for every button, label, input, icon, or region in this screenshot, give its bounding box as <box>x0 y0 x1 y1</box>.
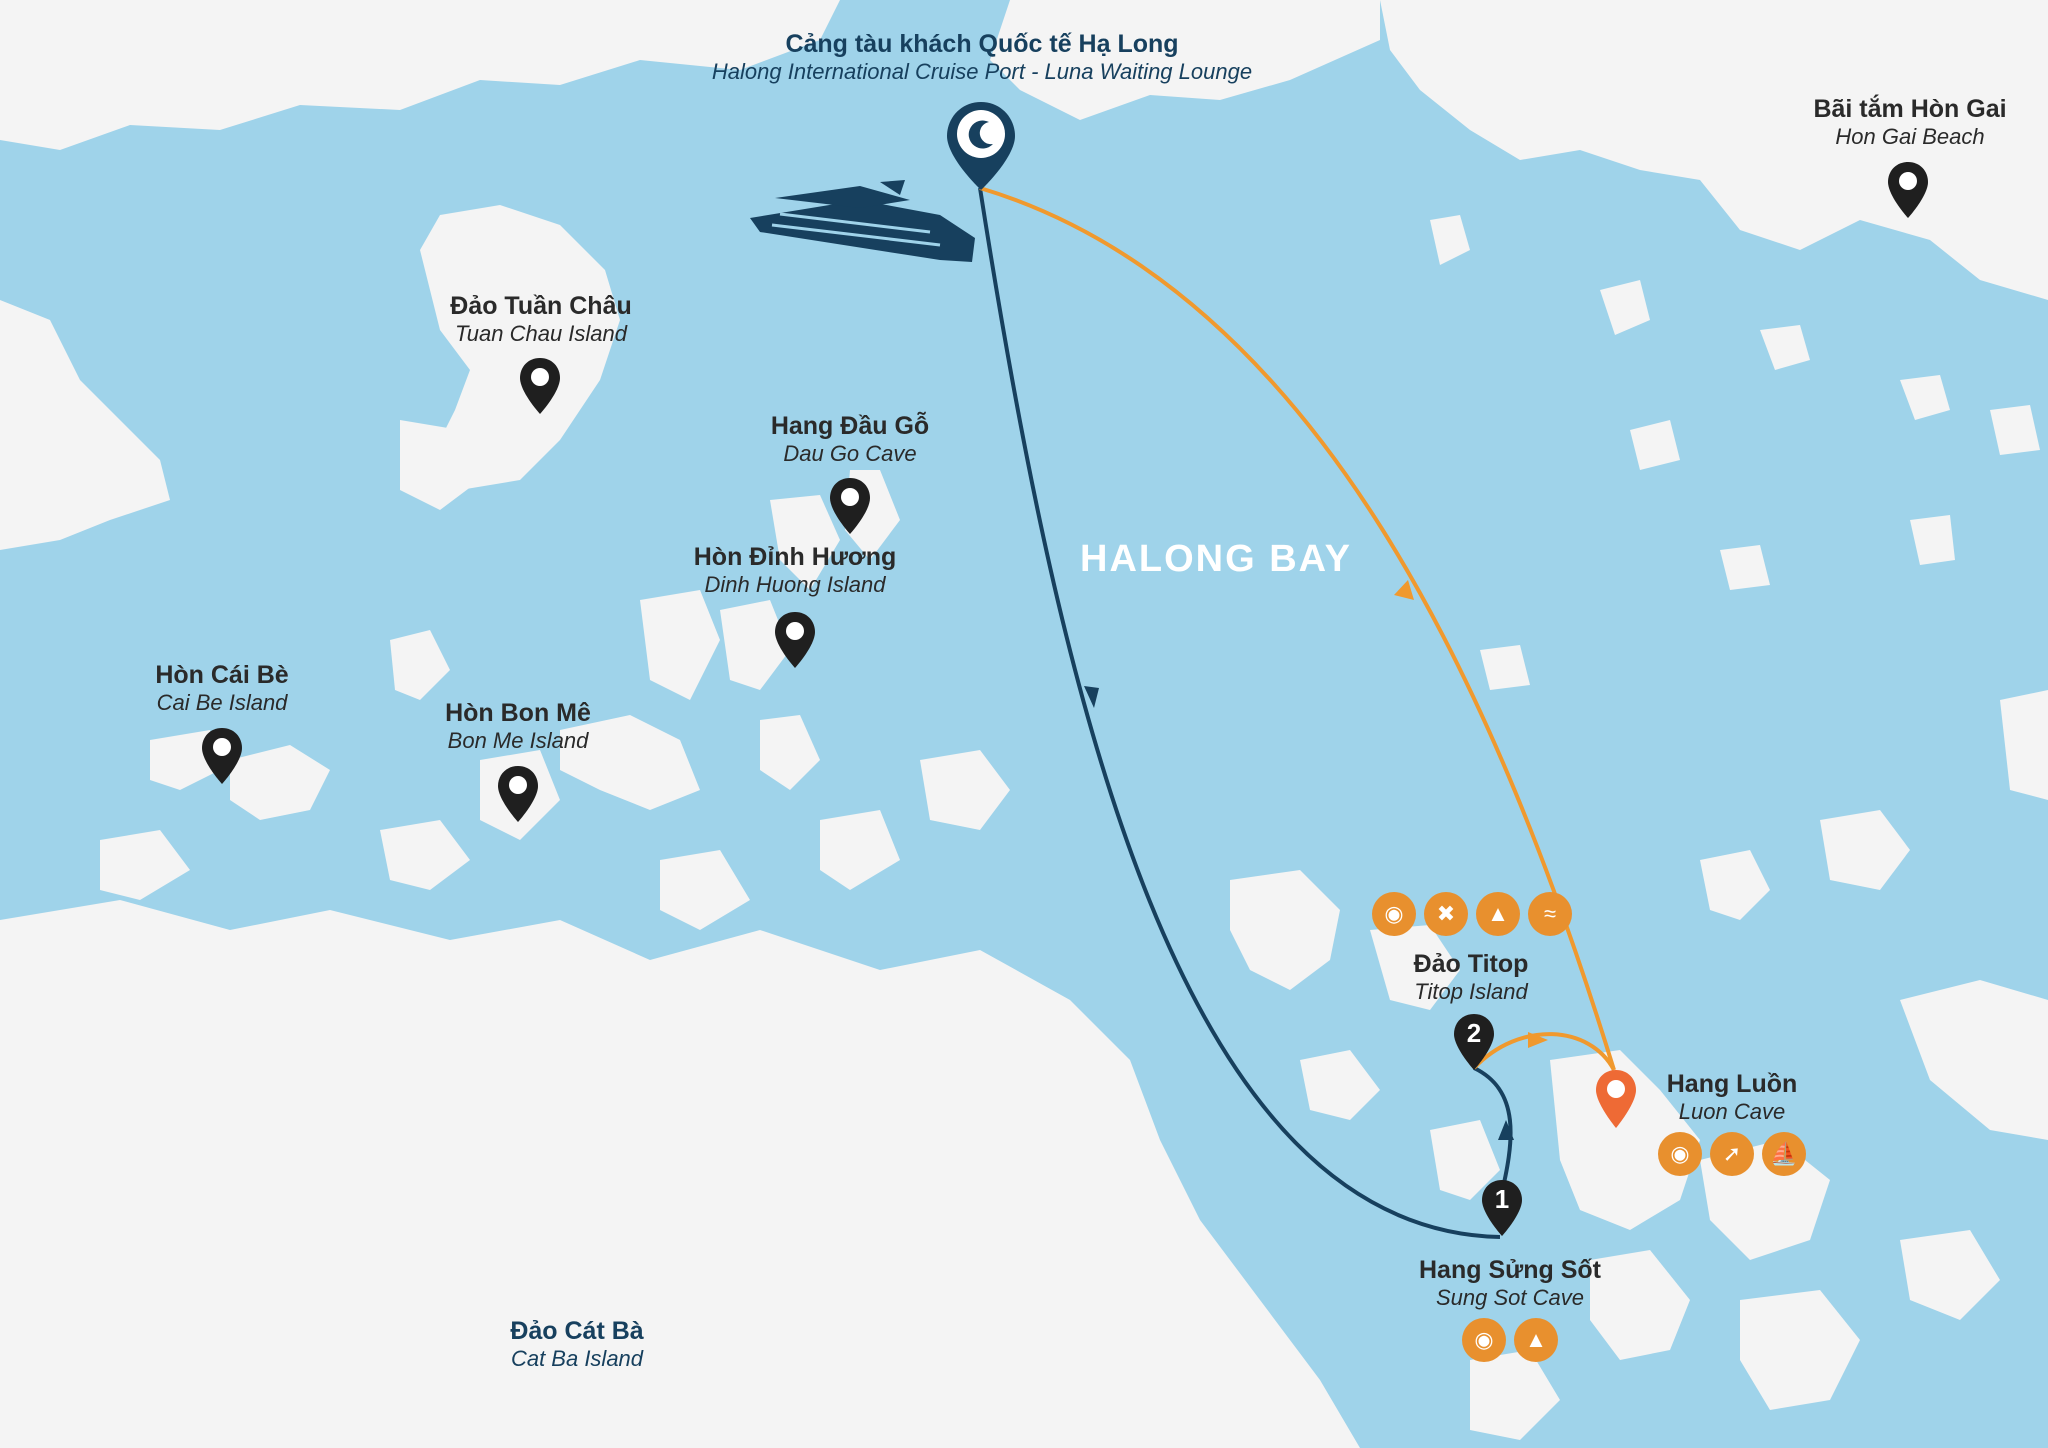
luon-name-en: Luon Cave <box>1678 1098 1786 1124</box>
hiking-icon: ▲ <box>1514 1318 1558 1362</box>
titop-stop-number: 2 <box>1466 1018 1482 1048</box>
titop-stop-pin[interactable]: 2 <box>1452 1012 1496 1072</box>
hongai-name-vn: Bãi tắm Hòn Gai <box>1813 95 2007 123</box>
kayak-icon: ➚ <box>1710 1132 1754 1176</box>
bonme-label: Hòn Bon Mê Bon Me Island <box>445 699 591 753</box>
titop-label: Đảo Titop Titop Island <box>1414 950 1529 1004</box>
titop-to-luon-route <box>1472 1032 1616 1071</box>
bonme-pin-icon[interactable] <box>496 764 540 824</box>
luon-activities: ◉ ➚ ⛵ <box>1658 1132 1806 1176</box>
tuanchau-name-en: Tuan Chau Island <box>454 320 628 346</box>
sungsot-name-en: Sung Sot Cave <box>1436 1284 1584 1310</box>
daugo-name-en: Dau Go Cave <box>783 440 917 466</box>
luon-name-vn: Hang Luồn <box>1666 1070 1798 1098</box>
sungsot-stop-pin-icon <box>1482 1180 1522 1236</box>
camera-icon: ◉ <box>1462 1318 1506 1362</box>
caibe-name-vn: Hòn Cái Bè <box>155 661 289 689</box>
catba-name-en: Cat Ba Island <box>510 1345 644 1371</box>
sungsot-stop-pin[interactable]: 1 <box>1480 1178 1524 1238</box>
caibe-label: Hòn Cái Bè Cai Be Island <box>155 661 288 715</box>
caibe-pin-icon[interactable] <box>200 726 244 786</box>
bonme-name-en: Bon Me Island <box>447 727 589 753</box>
hiking-icon: ▲ <box>1476 892 1520 936</box>
hongai-label: Bãi tắm Hòn Gai Hon Gai Beach <box>1813 95 2006 149</box>
titop-connector <box>1473 1066 1513 1201</box>
port-logo-icon[interactable] <box>945 100 1017 192</box>
port-label: Cảng tàu khách Quốc tế Hạ Long Halong In… <box>712 30 1252 84</box>
tuanchau-pin-icon[interactable] <box>518 356 562 416</box>
luon-pin-icon[interactable] <box>1594 1068 1638 1130</box>
dinhhuong-label: Hòn Đỉnh Hương Dinh Huong Island <box>694 543 897 597</box>
return-arrow <box>1394 580 1414 600</box>
titop-name-vn: Đảo Titop <box>1413 950 1529 978</box>
sungsot-name-vn: Hang Sửng Sốt <box>1419 1256 1601 1284</box>
titop-activities: ◉ ✖ ▲ ≈ <box>1372 892 1572 936</box>
port-name-en: Halong International Cruise Port - Luna … <box>711 58 1253 84</box>
bamboo-boat-icon: ⛵ <box>1762 1132 1806 1176</box>
dinhhuong-pin-icon[interactable] <box>773 610 817 670</box>
caibe-name-en: Cai Be Island <box>156 689 288 715</box>
sungsot-activities: ◉ ▲ <box>1462 1318 1558 1362</box>
catba-label: Đảo Cát Bà Cat Ba Island <box>510 1317 643 1371</box>
tuanchau-name-vn: Đảo Tuần Châu <box>450 292 632 320</box>
bonme-name-vn: Hòn Bon Mê <box>445 699 591 727</box>
outbound-arrow <box>1084 686 1099 708</box>
camera-icon: ◉ <box>1658 1132 1702 1176</box>
daugo-label: Hang Đầu Gỗ Dau Go Cave <box>771 412 929 466</box>
titop-to-luon-arrow <box>1528 1032 1548 1048</box>
dinhhuong-name-en: Dinh Huong Island <box>704 571 886 597</box>
bay-label: HALONG BAY <box>1080 538 1352 580</box>
dinhhuong-name-vn: Hòn Đỉnh Hương <box>693 543 897 571</box>
hongai-pin-icon[interactable] <box>1886 160 1930 220</box>
port-name-vn: Cảng tàu khách Quốc tế Hạ Long <box>785 30 1179 58</box>
titop-name-en: Titop Island <box>1414 978 1528 1004</box>
daugo-pin-icon[interactable] <box>828 476 872 536</box>
camera-icon: ◉ <box>1372 892 1416 936</box>
titop-stop-pin-icon <box>1454 1014 1494 1070</box>
luon-label: Hang Luồn Luon Cave <box>1667 1070 1798 1124</box>
sungsot-stop-number: 1 <box>1494 1184 1510 1214</box>
daugo-name-vn: Hang Đầu Gỗ <box>770 412 930 440</box>
titop-connector-arrow <box>1498 1120 1514 1140</box>
hongai-name-en: Hon Gai Beach <box>1835 123 1985 149</box>
tuanchau-label: Đảo Tuần Châu Tuan Chau Island <box>450 292 631 346</box>
catba-name-vn: Đảo Cát Bà <box>510 1317 644 1345</box>
dining-icon: ✖ <box>1424 892 1468 936</box>
route-arrows <box>1084 580 1548 1140</box>
sungsot-label: Hang Sửng Sốt Sung Sot Cave <box>1419 1256 1601 1310</box>
swimming-icon: ≈ <box>1528 892 1572 936</box>
cruise-ship-icon <box>750 180 975 262</box>
outbound-route <box>978 187 1501 1239</box>
